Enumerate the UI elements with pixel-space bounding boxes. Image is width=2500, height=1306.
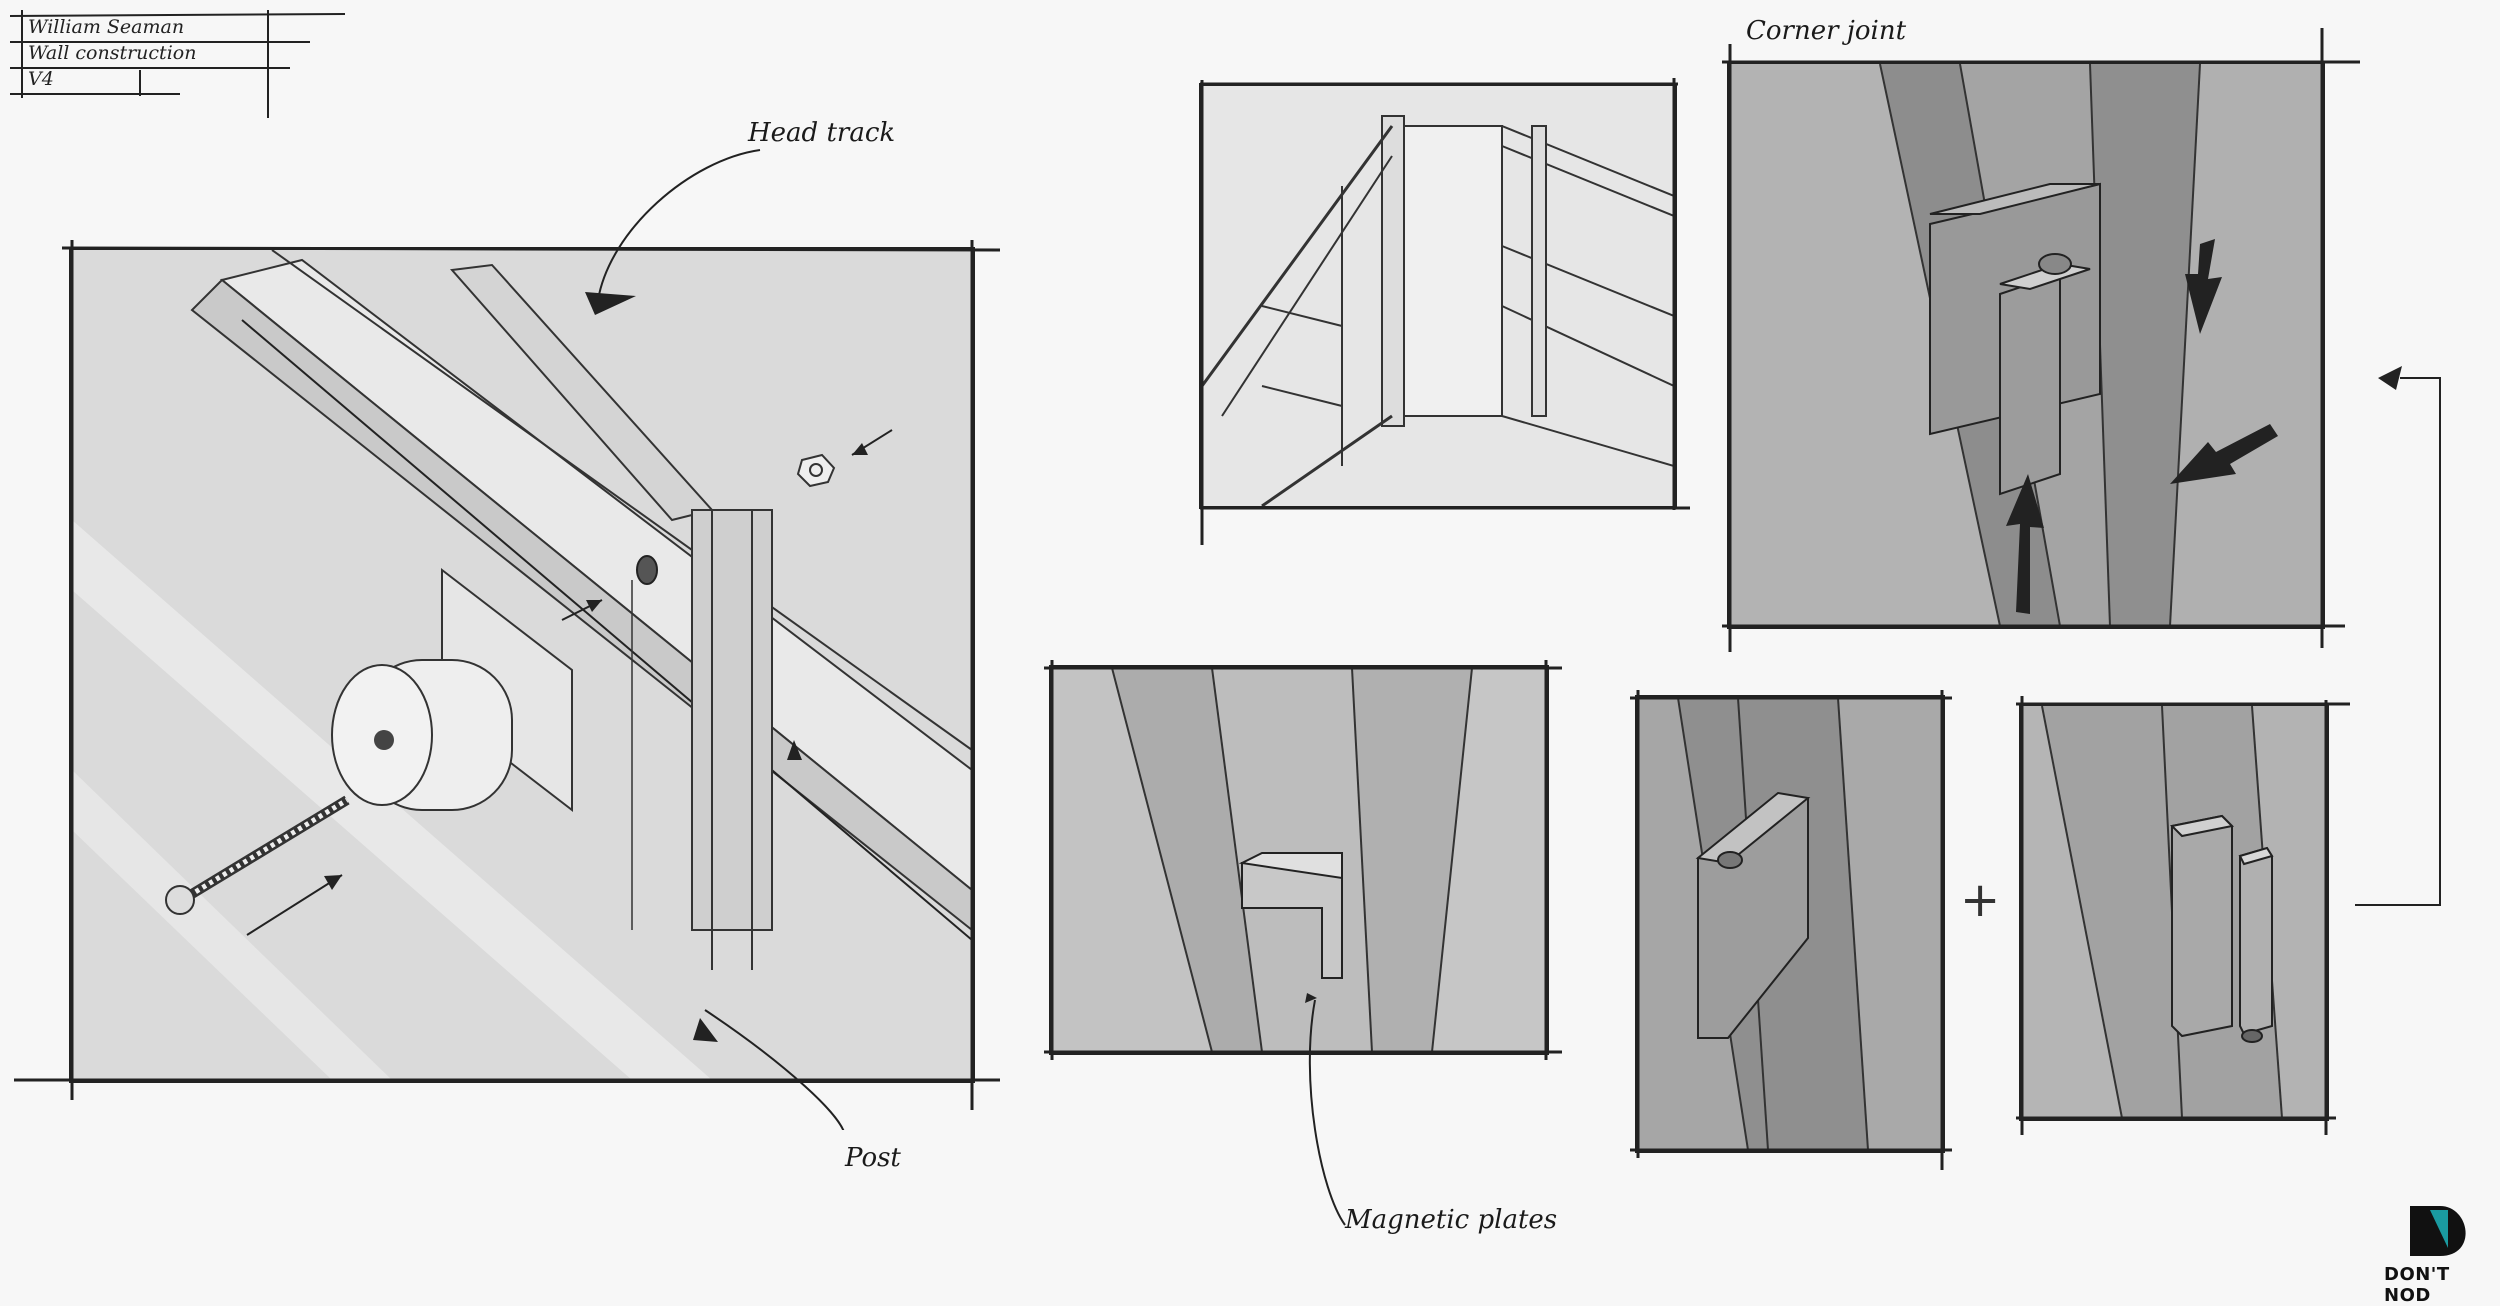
version-text: V4 (28, 68, 54, 90)
logo-text: DON'T NOD (2384, 1264, 2450, 1306)
head-track-panel (69, 247, 975, 1083)
magnetic-plates-label: Magnetic plates (1345, 1205, 1558, 1235)
plate-pair-frame (2016, 366, 2441, 1135)
corner-joint-label: Corner joint (1746, 16, 1907, 46)
head-track-frame (14, 149, 1000, 1130)
corner-joint-sketch (1730, 64, 2322, 626)
frame-overview-panel (1199, 83, 1677, 509)
frame-overview-sketch (1202, 86, 1674, 506)
post-label: Post (845, 1143, 901, 1173)
author-name: William Seaman (28, 16, 185, 38)
head-track-label: Head track (748, 118, 896, 148)
single-plate-frame (1630, 690, 1952, 1170)
magnetic-plates-sketch (1052, 668, 1546, 1052)
title-block-lines (9, 10, 346, 118)
magnetic-plates-panel (1049, 665, 1549, 1055)
single-plate-sketch (1638, 698, 1942, 1150)
single-plate-panel (1635, 695, 1945, 1153)
frame-overview-frame (1200, 78, 1690, 545)
subject-text: Wall construction (28, 42, 197, 64)
head-track-sketch (72, 250, 972, 1080)
corner-joint-frame (1722, 28, 2360, 652)
corner-joint-panel (1727, 61, 2325, 629)
plate-pair-panel (2019, 703, 2329, 1121)
plus-sign: + (1960, 872, 2001, 928)
magnetic-plates-frame (1044, 660, 1562, 1226)
plate-pair-sketch (2022, 706, 2326, 1118)
